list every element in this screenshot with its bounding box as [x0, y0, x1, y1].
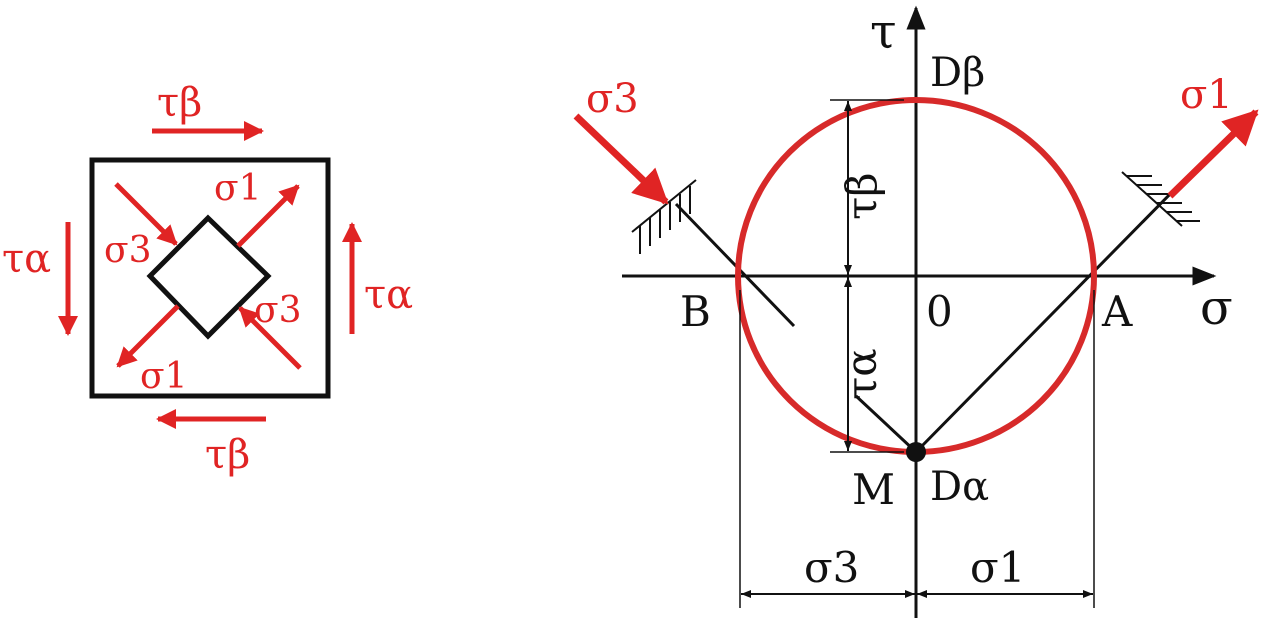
rotated-element: [146, 214, 272, 340]
line-m-short: [854, 394, 918, 454]
sigma1-bottom-arrow: [116, 304, 180, 368]
label-b: B: [680, 287, 711, 336]
sigma1-top-arrow: [236, 184, 300, 248]
label-sigma-axis: σ: [1200, 280, 1233, 336]
label-dim-sigma1: σ1: [970, 543, 1025, 592]
label-dim-sigma3: σ3: [804, 543, 859, 592]
label-d-beta: Dβ: [930, 50, 985, 96]
label-sigma1-bottom: σ1: [140, 356, 187, 397]
label-tau-beta-bottom: τβ: [205, 432, 250, 478]
label-tau-alpha-left: τα: [2, 236, 51, 282]
label-sigma3-left: σ3: [104, 230, 151, 271]
label-dim-tau-alpha: τα: [837, 348, 886, 400]
label-d-alpha: Dα: [930, 464, 989, 510]
mohr-circle-diagram: τ σ Dβ Dα M B A 0 τβ τα σ3 σ1 σ3 σ1: [573, 4, 1259, 618]
line-m-to-a: [914, 182, 1182, 454]
sigma3-arrow: [573, 113, 669, 205]
label-a: A: [1101, 287, 1133, 336]
sigma1-arrow: [1167, 109, 1259, 199]
hatch-right: [1121, 171, 1200, 227]
label-sigma1-top: σ1: [214, 168, 261, 209]
label-sigma3-right: σ3: [254, 290, 301, 331]
label-tau-alpha-right: τα: [364, 272, 413, 318]
label-arrow-sigma1: σ1: [1180, 72, 1233, 118]
sigma3-left-arrow: [114, 182, 178, 246]
point-m-dot: [906, 442, 926, 462]
label-origin: 0: [926, 287, 953, 336]
hatch-left: [631, 179, 697, 254]
label-tau-beta-top: τβ: [157, 80, 202, 126]
label-tau-axis: τ: [870, 4, 897, 60]
line-through-b: [674, 202, 796, 328]
label-m: M: [852, 465, 895, 514]
stress-element: τβ τβ τα τα σ1 σ1 σ3 σ3: [2, 80, 413, 478]
label-arrow-sigma3: σ3: [586, 76, 639, 122]
sigma3-right-arrow: [238, 306, 302, 370]
element-square: [89, 157, 331, 399]
label-dim-tau-beta: τβ: [837, 172, 886, 220]
